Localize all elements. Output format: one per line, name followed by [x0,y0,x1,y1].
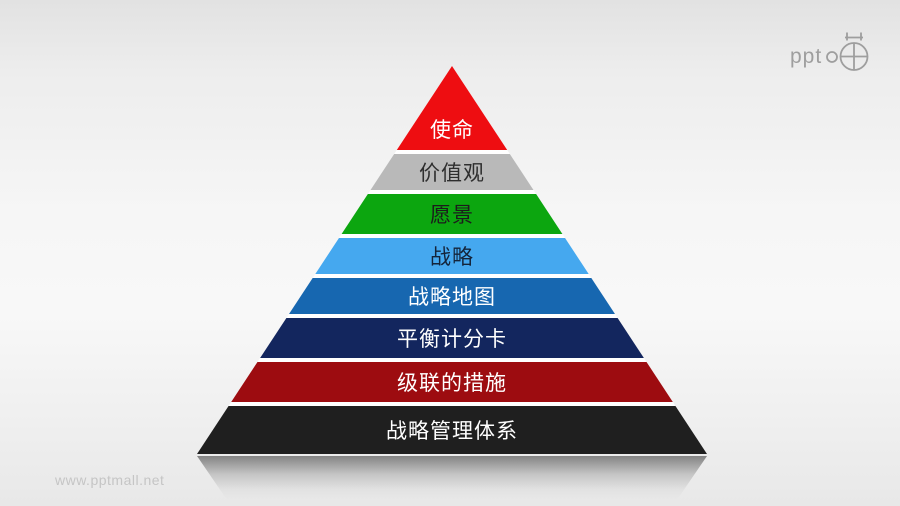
pyramid-layer-label: 使命 [430,119,474,142]
pyramid-reflection [197,456,707,500]
logo-ppt-text: ppt [790,45,822,68]
pyramid-layer-4: 战略 [315,238,589,274]
pyramid-layer-3: 愿景 [341,194,563,234]
pyramid-layer-label: 战略地图 [408,286,496,309]
pyramid-layer-8: 战略管理体系 [197,406,707,454]
pyramid-layer-1: 使命 [396,66,508,150]
pyramid-layer-label: 愿景 [430,204,474,227]
pyramid-layer-label: 战略 [430,246,474,269]
pyramid-layer-label: 价值观 [419,162,485,185]
watermark: www.pptmall.net [55,472,165,488]
pyramid-layer-6: 平衡计分卡 [260,318,644,358]
pptmall-logo: ppt [790,32,869,71]
pyramid-layer-label: 平衡计分卡 [397,328,507,351]
pyramid-layer-label: 级联的措施 [397,372,507,395]
pyramid-layer-7: 级联的措施 [231,362,673,402]
pyramid-layer-label: 战略管理体系 [386,420,518,443]
pyramid-layer-2: 价值观 [370,154,534,190]
logo-mark-icon [826,32,869,71]
pyramid-layer-5: 战略地图 [289,278,615,314]
pyramid: 使命价值观愿景战略战略地图平衡计分卡级联的措施战略管理体系 [197,66,707,454]
